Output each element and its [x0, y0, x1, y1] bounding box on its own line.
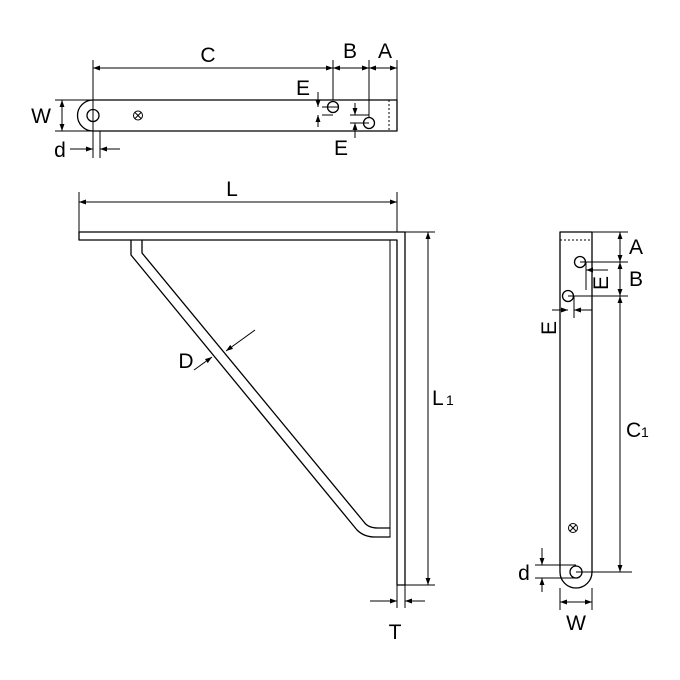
top-dim-E1: E: [296, 77, 310, 100]
right-dim-C1-sub: 1: [641, 424, 649, 440]
top-dim-A: A: [378, 40, 392, 63]
right-dim-A: A: [629, 236, 643, 259]
main-dim-T: T: [389, 621, 402, 644]
right-screw-icon: [568, 523, 578, 533]
main-dim-L1-sub: 1: [446, 392, 454, 408]
right-dim-W: W: [566, 612, 586, 635]
diagonal-strut: [130, 239, 391, 538]
main-dim-L1: L: [432, 387, 444, 410]
right-dim-d: d: [518, 562, 530, 585]
main-view: L L 1 D T: [78, 178, 454, 644]
top-dim-E2: E: [334, 137, 348, 160]
main-dim-L: L: [226, 178, 238, 201]
right-view: A B E E C 1 d W: [518, 231, 649, 635]
bracket-outline: [78, 231, 406, 586]
right-dim-B: B: [629, 268, 643, 291]
top-screw-icon: [133, 110, 143, 121]
top-view: C B A E E W d: [31, 40, 398, 162]
top-dim-B: B: [343, 40, 357, 63]
right-plate-outline: [559, 231, 593, 589]
top-plate-outline: [76, 99, 398, 132]
right-dim-E1: E: [590, 276, 613, 290]
right-dim-E2: E: [538, 321, 561, 335]
top-dim-C: C: [200, 44, 215, 67]
main-dim-D: D: [178, 350, 193, 373]
top-dim-W: W: [31, 105, 51, 128]
right-dim-C1: C: [626, 419, 641, 442]
top-dim-d: d: [54, 139, 66, 162]
